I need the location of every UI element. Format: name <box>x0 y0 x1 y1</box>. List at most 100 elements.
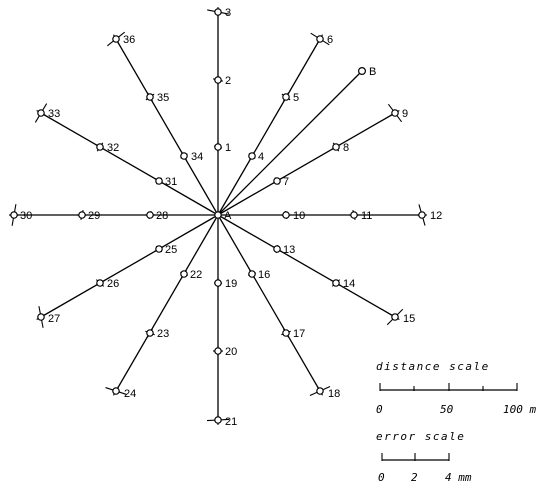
point-label-32: 32 <box>107 142 119 154</box>
point-label-25: 25 <box>165 244 177 256</box>
point-label-34: 34 <box>191 151 203 163</box>
point-label-19: 19 <box>225 278 237 290</box>
point-label-11: 11 <box>361 210 372 222</box>
survey-point-31 <box>155 177 163 185</box>
survey-point-19 <box>214 279 222 287</box>
survey-point-25 <box>155 245 163 253</box>
survey-point-2 <box>214 76 222 84</box>
point-label-13: 13 <box>283 244 295 256</box>
survey-point-26 <box>96 279 104 287</box>
ray-line-9 <box>217 112 396 216</box>
point-label-22: 22 <box>190 269 202 281</box>
survey-point-13 <box>273 245 281 253</box>
point-label-8: 8 <box>343 142 349 154</box>
point-label-18: 18 <box>328 388 340 400</box>
point-label-2: 2 <box>225 75 231 87</box>
survey-point-9 <box>391 109 399 117</box>
point-label-23: 23 <box>157 328 169 340</box>
point-label-3: 3 <box>225 7 231 19</box>
ray-line-36 <box>115 38 219 216</box>
error-scale-title: error scale <box>376 430 465 443</box>
point-label-26: 26 <box>107 278 119 290</box>
survey-point-28 <box>146 211 154 219</box>
survey-point-4 <box>248 152 256 160</box>
survey-point-15 <box>391 313 399 321</box>
reference-label-b: B <box>369 66 376 78</box>
point-label-7: 7 <box>283 176 289 188</box>
point-label-6: 6 <box>327 34 333 46</box>
survey-point-35 <box>146 93 154 101</box>
survey-point-17 <box>282 329 290 337</box>
survey-point-5 <box>282 93 290 101</box>
survey-point-3 <box>214 8 222 16</box>
error-scale-label-0: 0 <box>378 471 385 484</box>
point-label-24: 24 <box>124 388 136 400</box>
survey-point-6 <box>316 35 324 43</box>
point-label-10: 10 <box>293 210 305 222</box>
reference-line-ab <box>217 70 363 216</box>
survey-point-14 <box>332 279 340 287</box>
survey-point-29 <box>78 211 86 219</box>
survey-point-18 <box>316 387 324 395</box>
point-label-14: 14 <box>343 278 355 290</box>
reference-point-b <box>358 66 367 75</box>
survey-point-16 <box>248 270 256 278</box>
survey-point-22 <box>180 270 188 278</box>
point-label-33: 33 <box>48 108 60 120</box>
survey-point-7 <box>273 177 281 185</box>
center-label-a: A <box>224 210 232 222</box>
point-label-17: 17 <box>293 328 305 340</box>
ray-lines <box>14 12 422 420</box>
point-label-15: 15 <box>403 313 415 325</box>
error-scale: error scale 0 2 4 mm <box>376 430 472 484</box>
point-label-21: 21 <box>225 416 237 428</box>
point-label-36: 36 <box>123 34 135 46</box>
point-label-20: 20 <box>225 346 237 358</box>
point-label-28: 28 <box>156 210 168 222</box>
point-label-16: 16 <box>258 269 270 281</box>
survey-point-27 <box>37 313 45 321</box>
survey-point-1 <box>214 143 222 151</box>
error-scale-label-4mm: 4 mm <box>445 471 472 484</box>
point-label-1: 1 <box>225 142 231 154</box>
distance-scale-label-100m: 100 m <box>503 403 536 416</box>
distance-scale-title: distance scale <box>376 360 490 373</box>
ray-line-6 <box>217 38 321 216</box>
survey-point-20 <box>214 347 222 355</box>
survey-point-21 <box>214 416 222 424</box>
distance-scale: distance scale 0 50 100 m <box>376 360 536 416</box>
ray-line-15 <box>217 214 396 318</box>
point-label-5: 5 <box>293 92 299 104</box>
survey-point-10 <box>282 211 290 219</box>
ray-line-24 <box>115 214 219 392</box>
center-point-a <box>214 211 222 219</box>
point-label-12: 12 <box>430 210 442 222</box>
survey-point-34 <box>180 152 188 160</box>
point-label-31: 31 <box>165 176 177 188</box>
survey-point-8 <box>332 143 340 151</box>
survey-point-23 <box>146 329 154 337</box>
survey-point-24 <box>112 387 120 395</box>
ray-line-33 <box>40 112 219 216</box>
survey-point-12 <box>418 211 426 219</box>
survey-point-30 <box>10 211 18 219</box>
point-label-4: 4 <box>258 151 264 163</box>
point-label-29: 29 <box>88 210 100 222</box>
survey-point-33 <box>37 109 45 117</box>
point-label-35: 35 <box>157 92 169 104</box>
survey-points <box>10 8 426 424</box>
ray-line-18 <box>217 214 321 392</box>
survey-point-36 <box>112 35 120 43</box>
point-label-30: 30 <box>20 210 32 222</box>
distance-scale-label-0: 0 <box>376 403 383 416</box>
error-scale-label-2: 2 <box>411 471 418 484</box>
survey-point-32 <box>96 143 104 151</box>
point-label-9: 9 <box>402 108 408 120</box>
point-label-27: 27 <box>48 313 60 325</box>
survey-point-11 <box>350 211 358 219</box>
distance-scale-label-50: 50 <box>440 403 454 416</box>
ray-line-27 <box>40 214 219 318</box>
